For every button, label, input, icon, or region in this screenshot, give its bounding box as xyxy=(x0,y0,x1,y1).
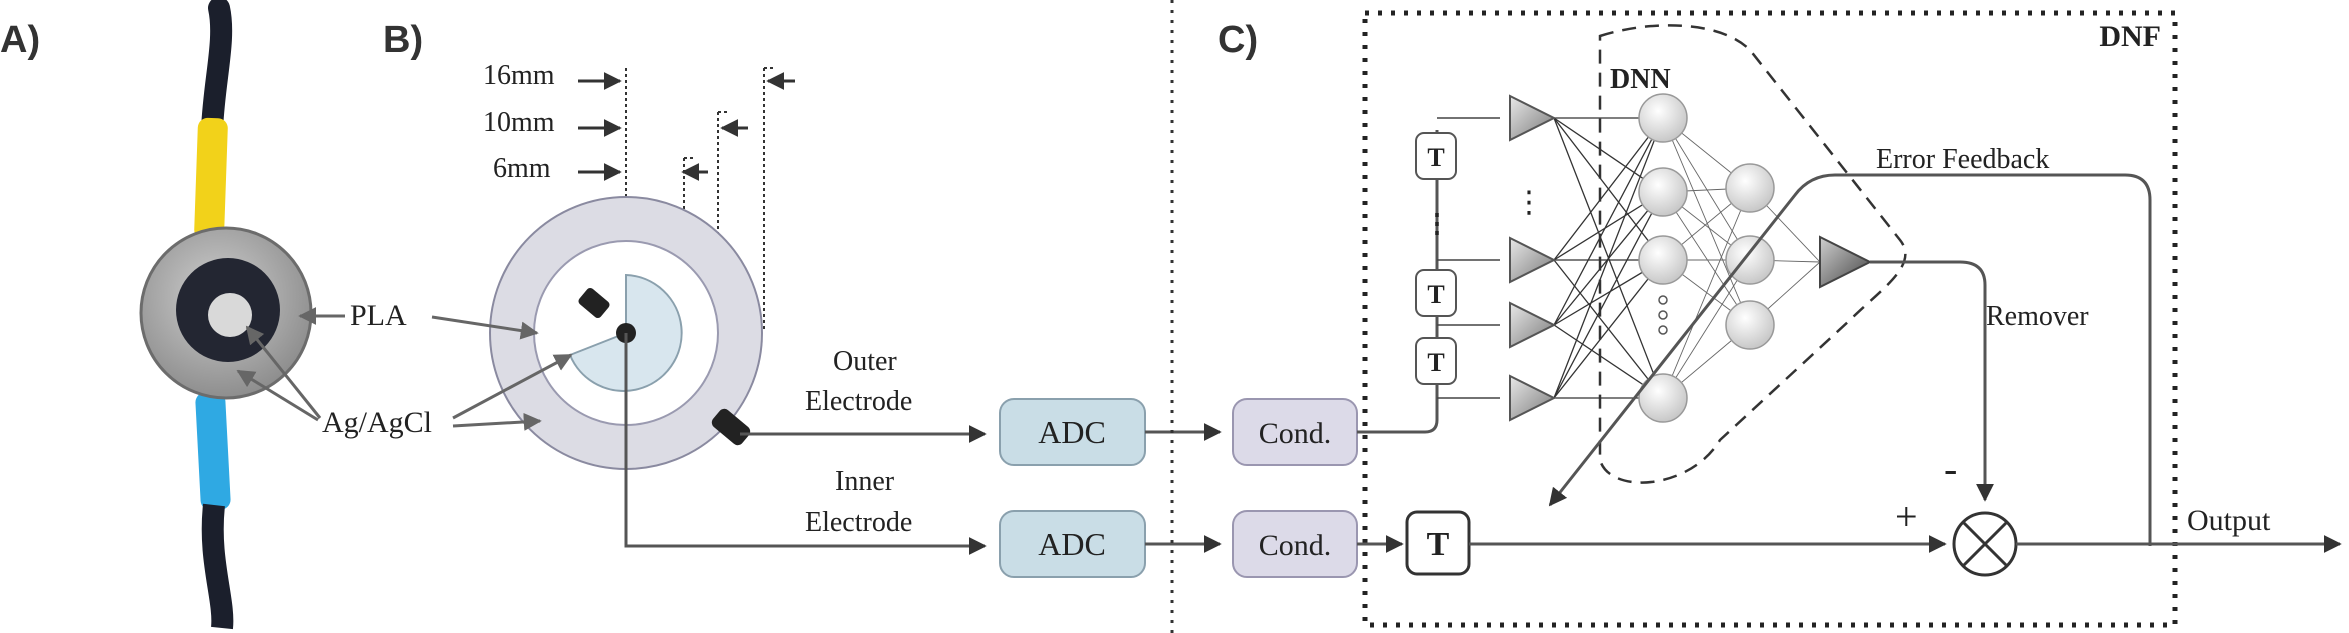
blue-sleeve xyxy=(195,391,231,511)
ag-center xyxy=(208,293,252,337)
cond-label-inner: Cond. xyxy=(1259,529,1332,562)
inner-electrode-label-2: Electrode xyxy=(805,507,912,538)
output-label: Output xyxy=(2187,504,2271,537)
input-neuron-4 xyxy=(1509,374,1557,422)
ag-arrow-a1 xyxy=(245,325,322,419)
cable-bottom xyxy=(201,503,234,630)
tap-delay-label-1: T xyxy=(1427,143,1444,172)
input-ellipsis: ⋮ xyxy=(1514,185,1544,220)
error-feedback-path xyxy=(1548,173,2152,546)
hidden1-ellipsis-dot-3 xyxy=(1658,325,1668,335)
connector-outer xyxy=(711,408,751,446)
pla-arrow-b xyxy=(431,315,539,340)
main-delay-label: T xyxy=(1427,526,1450,563)
ag-arrow-b2 xyxy=(452,412,542,431)
tap-delay-3: T xyxy=(1415,337,1457,385)
error-feedback-label: Error Feedback xyxy=(1876,144,2049,175)
adc-label-outer: ADC xyxy=(1038,414,1106,450)
inner-electrode-label-1: Inner xyxy=(835,466,895,497)
center-electrode xyxy=(568,273,683,392)
panel-b-label: B) xyxy=(383,19,423,61)
ag-arrow-b1 xyxy=(452,353,573,420)
yellow-sleeve xyxy=(194,117,228,241)
hidden1-node-4 xyxy=(1638,373,1688,423)
delay-line-feed xyxy=(1357,130,1439,434)
outer-electrode-label-1: Outer xyxy=(833,346,897,377)
input-neuron-3 xyxy=(1509,301,1557,349)
tap-delay-label-2: T xyxy=(1427,280,1444,309)
hidden2-node-3 xyxy=(1725,300,1775,350)
dim-6mm: 6mm xyxy=(493,153,551,184)
remover-label: Remover xyxy=(1986,301,2089,332)
hidden1-ellipsis-dot-1 xyxy=(1658,295,1668,305)
outer-electrode-label-2: Electrode xyxy=(805,386,912,417)
cable-top xyxy=(201,0,233,141)
dim-10mm: 10mm xyxy=(483,107,555,138)
ag-arrow-a2 xyxy=(236,369,319,422)
remover-path xyxy=(1870,260,1994,502)
dnf-box xyxy=(1362,10,2178,628)
main-delay-block: T xyxy=(1405,510,1471,576)
input-neuron-2 xyxy=(1509,236,1557,284)
electrode-photo xyxy=(139,0,313,630)
adc-block-outer: ADC xyxy=(999,398,1146,466)
plus-sign: + xyxy=(1895,494,1918,539)
dim-16mm: 16mm xyxy=(483,60,555,91)
dnf-title: DNF xyxy=(2099,20,2161,53)
minus-sign: - xyxy=(1944,446,1957,491)
hidden1-ellipsis-dot-2 xyxy=(1658,310,1668,320)
adc-label-inner: ADC xyxy=(1038,526,1106,562)
hidden1-node-2 xyxy=(1638,167,1688,217)
connector-inner xyxy=(578,287,610,319)
panel-a-label: A) xyxy=(0,19,40,61)
dnn-label: DNN xyxy=(1610,64,1671,95)
panel-a: A) PLA Ag/AgCl xyxy=(0,0,432,630)
dnn-network: ⋮ xyxy=(1509,93,1873,423)
hidden1-node-3 xyxy=(1638,235,1688,285)
cond-label-outer: Cond. xyxy=(1259,417,1332,450)
dnn-region xyxy=(1598,24,1907,484)
input-neuron-1 xyxy=(1509,94,1557,142)
tap-delay-label-3: T xyxy=(1427,348,1444,377)
tap-delay-2: T xyxy=(1415,269,1457,317)
delay-line-taps xyxy=(1437,117,1500,399)
tap-ellipsis: ⋮ xyxy=(1424,209,1450,238)
panel-b: B) 16mm 10mm 6mm Outer Electrod xyxy=(383,19,1222,578)
cond-block-outer: Cond. xyxy=(1232,398,1358,466)
ag-label: Ag/AgCl xyxy=(322,406,432,439)
inner-electrode-wire xyxy=(624,333,987,555)
pla-label: PLA xyxy=(350,299,407,332)
adc-block-inner: ADC xyxy=(999,510,1146,578)
panel-c: C) Cond. Cond. DNF DNN T ⋮ T xyxy=(1218,10,2342,628)
output-neuron xyxy=(1819,235,1873,289)
cond-block-inner: Cond. xyxy=(1232,510,1358,578)
hidden2-node-2 xyxy=(1725,235,1775,285)
hidden1-node-1 xyxy=(1638,93,1688,143)
hidden2-node-1 xyxy=(1725,163,1775,213)
tap-delay-1: T xyxy=(1415,132,1457,180)
summing-junction xyxy=(1952,511,2018,577)
panel-c-label: C) xyxy=(1218,19,1258,61)
